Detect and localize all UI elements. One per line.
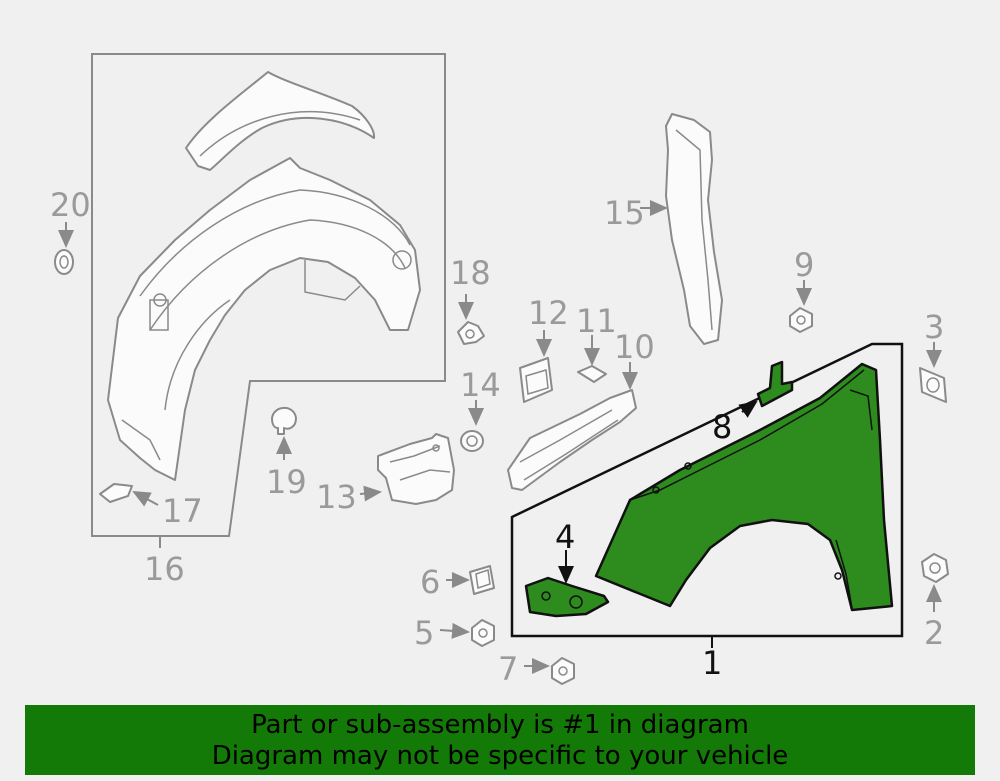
reinforcement-10[interactable] bbox=[507, 389, 637, 491]
callout-10: 10 bbox=[614, 328, 655, 366]
bolt-5[interactable] bbox=[471, 619, 495, 647]
callout-1: 1 bbox=[702, 644, 722, 682]
callout-2: 2 bbox=[924, 614, 944, 652]
callout-18: 18 bbox=[450, 254, 491, 292]
liner-assembly-box bbox=[91, 53, 446, 537]
bolt-7[interactable] bbox=[551, 657, 575, 685]
callout-3: 3 bbox=[924, 308, 944, 346]
clip-6[interactable] bbox=[469, 565, 495, 595]
seal-3[interactable] bbox=[919, 367, 947, 403]
callout-16: 16 bbox=[144, 550, 185, 588]
callout-15: 15 bbox=[604, 194, 645, 232]
callout-6: 6 bbox=[420, 563, 440, 601]
callout-9: 9 bbox=[794, 246, 814, 284]
parts-diagram: 1 2 3 4 5 6 7 8 9 10 11 12 13 14 15 16 1… bbox=[50, 53, 949, 688]
callout-20: 20 bbox=[50, 186, 91, 224]
callout-13: 13 bbox=[316, 478, 357, 516]
side-rail-15[interactable] bbox=[665, 113, 723, 345]
fender-bracket-4[interactable] bbox=[524, 576, 610, 618]
callout-17: 17 bbox=[162, 492, 203, 530]
fender-assembly-box bbox=[510, 342, 904, 638]
callout-11: 11 bbox=[576, 302, 617, 340]
callout-12: 12 bbox=[528, 294, 569, 332]
liner-upper-cover[interactable] bbox=[185, 71, 376, 171]
banner-line-1: Part or sub-assembly is #1 in diagram bbox=[251, 710, 749, 740]
callout-14: 14 bbox=[460, 366, 501, 404]
fender-bracket-8[interactable] bbox=[756, 360, 794, 408]
clip-2[interactable] bbox=[921, 553, 949, 583]
callout-4: 4 bbox=[555, 518, 575, 556]
front-fender[interactable] bbox=[594, 362, 894, 612]
bracket-13[interactable] bbox=[377, 433, 455, 505]
bracket-17[interactable] bbox=[99, 483, 133, 503]
clip-20[interactable] bbox=[54, 249, 74, 275]
clip-nut-11[interactable] bbox=[577, 365, 607, 383]
callout-7: 7 bbox=[498, 650, 518, 688]
bolt-9[interactable] bbox=[789, 307, 813, 333]
callout-5: 5 bbox=[414, 614, 434, 652]
nut-14[interactable] bbox=[460, 430, 484, 452]
callout-19: 19 bbox=[266, 463, 307, 501]
banner-line-2: Diagram may not be specific to your vehi… bbox=[211, 741, 789, 771]
push-pin-19[interactable] bbox=[271, 406, 297, 435]
bracket-12[interactable] bbox=[519, 357, 553, 403]
callout-8: 8 bbox=[712, 408, 732, 446]
fender-liner[interactable] bbox=[107, 157, 421, 481]
clip-18[interactable] bbox=[457, 321, 485, 345]
info-banner: Part or sub-assembly is #1 in diagram Di… bbox=[25, 705, 975, 775]
